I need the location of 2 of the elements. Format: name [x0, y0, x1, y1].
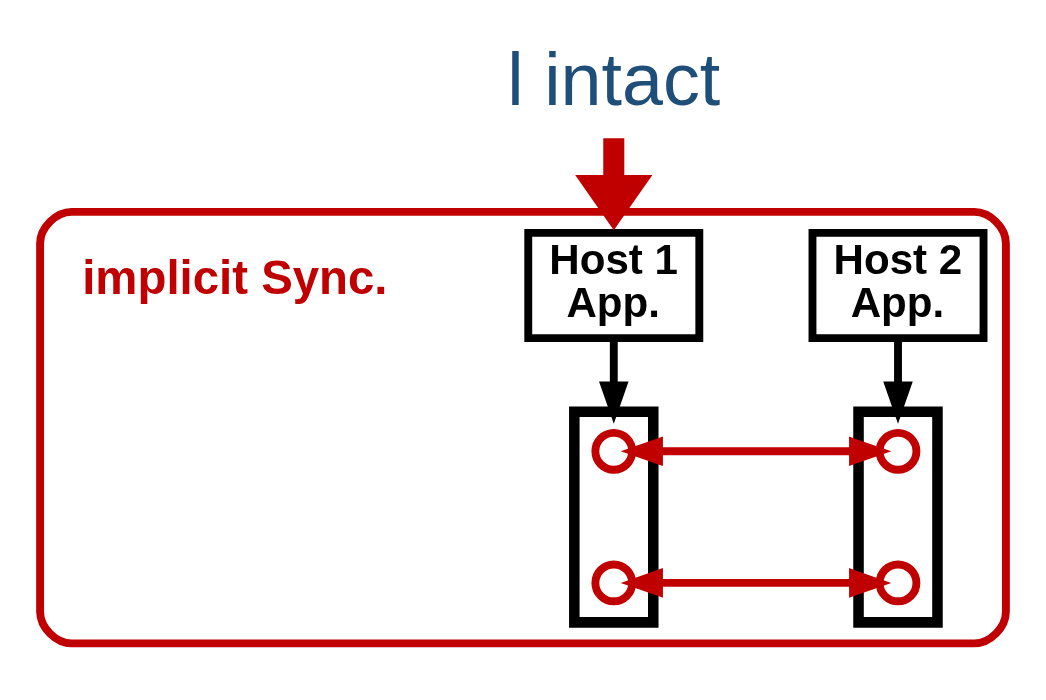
label: implicit Sync. [82, 251, 388, 305]
node-text: l intact [507, 38, 721, 121]
